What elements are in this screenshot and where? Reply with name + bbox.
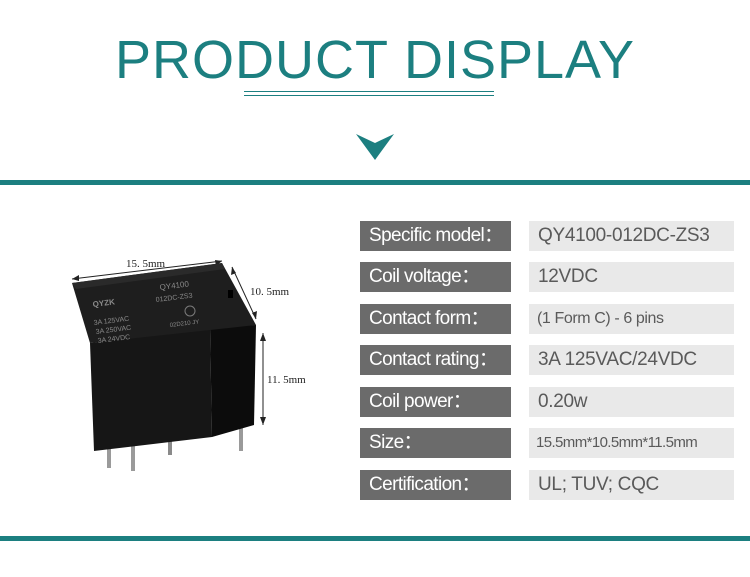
- spec-label: Specific model：: [360, 221, 511, 251]
- top-divider-band: [0, 180, 750, 185]
- printed-line-4: 3A 250VAC: [95, 325, 131, 336]
- spec-value: 0.20w: [529, 387, 734, 417]
- chevron-down-icon: [356, 134, 394, 160]
- page-title: PRODUCT DISPLAY: [114, 30, 636, 90]
- spec-value: 12VDC: [529, 262, 734, 292]
- dimension-length-label: 15. 5mm: [126, 258, 166, 270]
- spec-value: UL; TUV; CQC: [529, 470, 734, 500]
- printed-line-5: 3A 24VDC: [97, 334, 130, 345]
- spec-row-coil-voltage: Coil voltage： 12VDC: [360, 262, 736, 292]
- spec-label: Contact rating：: [360, 345, 511, 375]
- spec-row-certification: Certification： UL; TUV; CQC: [360, 470, 736, 500]
- spec-label: Coil voltage：: [360, 262, 511, 292]
- spec-value: QY4100-012DC-ZS3: [529, 221, 734, 251]
- title-underline-bottom: [244, 95, 494, 96]
- printed-line-3: 3A 125VAC: [93, 316, 129, 327]
- spec-value: (1 Form C) - 6 pins: [529, 304, 734, 334]
- spec-label: Coil power：: [360, 387, 511, 417]
- spec-row-size: Size： 15.5mm*10.5mm*11.5mm: [360, 428, 736, 458]
- dimension-height-label: 11. 5mm: [267, 374, 306, 386]
- printed-line-6: 02D210 JY: [170, 319, 200, 329]
- bottom-divider-band: [0, 536, 750, 541]
- dimension-width-label: 10. 5mm: [250, 286, 290, 298]
- printed-line-2: 012DC-ZS3: [155, 293, 193, 304]
- spec-value: 3A 125VAC/24VDC: [529, 345, 734, 375]
- spec-row-model: Specific model： QY4100-012DC-ZS3: [360, 221, 736, 251]
- spec-label: Contact form：: [360, 304, 511, 334]
- spec-row-coil-power: Coil power： 0.20w: [360, 387, 736, 417]
- spec-label: Certification：: [360, 470, 511, 500]
- title-underline-top: [244, 91, 494, 92]
- printed-line-1: QY4100: [159, 279, 190, 292]
- spec-value: 15.5mm*10.5mm*11.5mm: [529, 428, 734, 458]
- brand-logo-text: QYZK: [92, 297, 115, 309]
- spec-label: Size：: [360, 428, 511, 458]
- relay-markings: QYZK QY4100 012DC-ZS3 3A 125VAC 3A 250VA…: [92, 279, 200, 345]
- spec-row-contact-rating: Contact rating： 3A 125VAC/24VDC: [360, 345, 736, 375]
- spec-row-contact-form: Contact form： (1 Form C) - 6 pins: [360, 304, 736, 334]
- relay-product-image: 15. 5mm 10. 5mm 11. 5mm QYZK QY4100 012D…: [71, 258, 306, 471]
